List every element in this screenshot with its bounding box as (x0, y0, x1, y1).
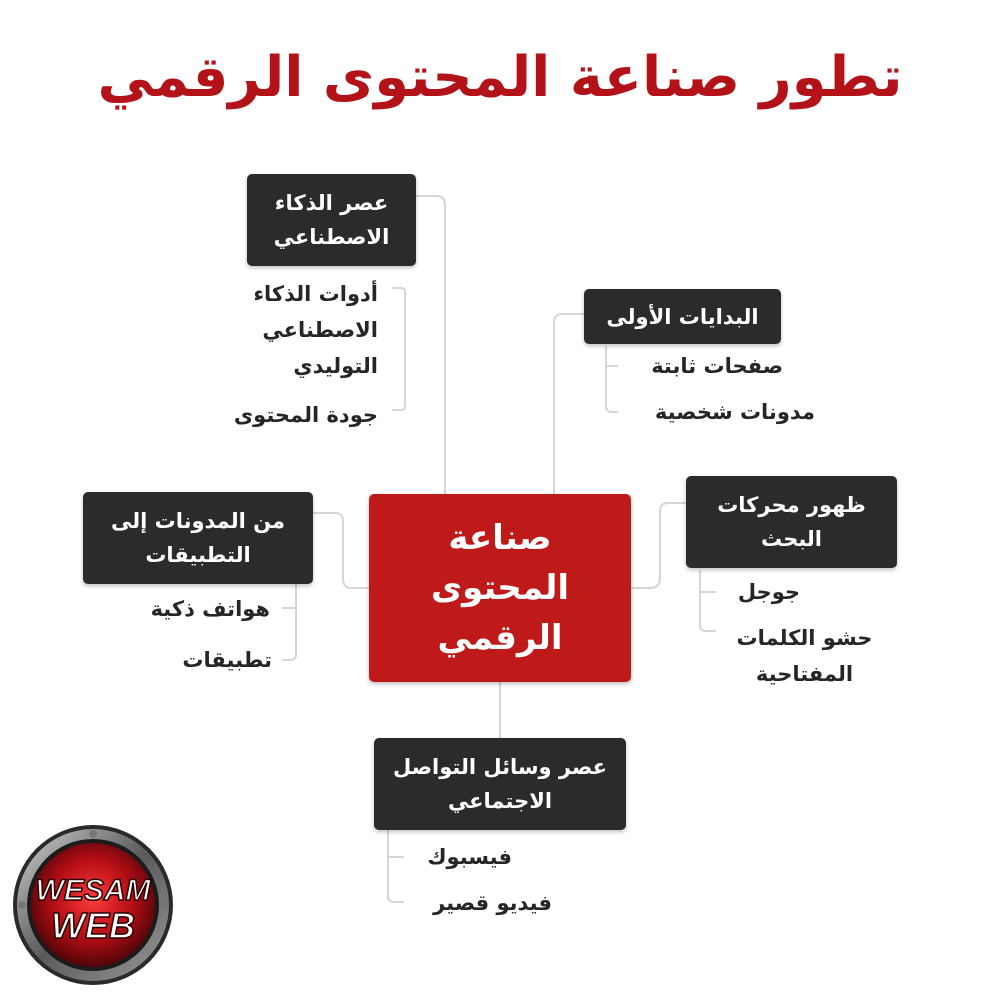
bracket-search-items (699, 570, 716, 632)
connector-blogs-apps (313, 512, 369, 589)
logo-text-wesam: WESAM (36, 874, 152, 907)
central-node: صناعة المحتوى الرقمي (369, 494, 631, 682)
bracket-early-items (605, 346, 618, 413)
branch-search-engines: ظهور محركات البحث (686, 476, 897, 568)
bracket-blogs-items (282, 583, 297, 661)
item-google: جوجل (737, 580, 800, 604)
connector-search-engines (631, 502, 686, 589)
connector-ai-era (416, 195, 446, 494)
wesam-web-logo: WESAM WEB (13, 825, 173, 985)
item-apps: تطبيقات (182, 648, 272, 672)
bracket-ai-era-items (392, 287, 406, 411)
diagram-title: تطور صناعة المحتوى الرقمي (97, 45, 903, 110)
branch-blogs-to-apps: من المدونات إلى التطبيقات (83, 492, 313, 584)
item-smartphones: هواتف ذكية (150, 597, 270, 621)
branch-ai-era: عصر الذكاء الاصطناعي (247, 174, 416, 266)
item-keyword-stuffing: حشو الكلمات المفتاحية (736, 626, 873, 686)
item-short-video: فيديو قصير (433, 891, 552, 915)
connector-early-beginnings (553, 313, 584, 494)
branch-social-media: عصر وسائل التواصل الاجتماعي (374, 738, 626, 830)
item-facebook: فيسبوك (427, 845, 512, 869)
item-personal-blogs: مدونات شخصية (654, 400, 815, 424)
item-content-quality: جودة المحتوى (233, 403, 378, 427)
item-static-pages: صفحات ثابتة (651, 354, 783, 378)
item-ai-tools: أدوات الذكاء الاصطناعي التوليدي (253, 282, 378, 378)
bracket-social-items (387, 830, 404, 903)
branch-early-beginnings: البدايات الأولى (584, 289, 781, 344)
logo-text-web: WEB (51, 905, 135, 946)
